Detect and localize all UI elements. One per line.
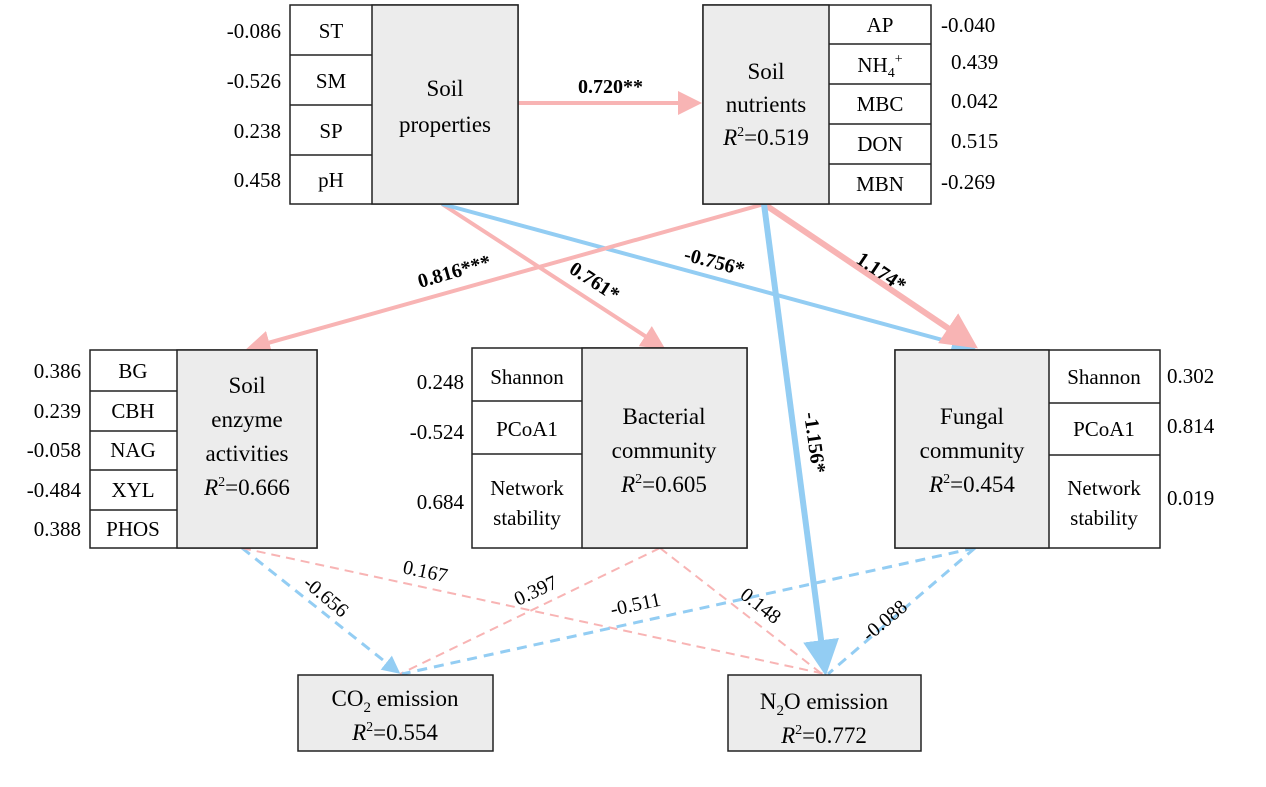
indicator-mbn: MBN bbox=[856, 172, 904, 196]
r2-label: R2=0.605 bbox=[620, 472, 707, 497]
indicator-nh4: NH4+ bbox=[857, 52, 902, 81]
box-title-line: Soil bbox=[747, 59, 784, 84]
path-bacterial-co2 bbox=[399, 547, 661, 675]
indicator-pcoa1: PCoA1 bbox=[496, 417, 558, 441]
loading-value: 0.388 bbox=[34, 517, 81, 541]
loading-value: 0.515 bbox=[951, 129, 998, 153]
soil-properties-loadings: -0.086 -0.526 0.238 0.458 bbox=[227, 19, 281, 192]
loading-value: -0.086 bbox=[227, 19, 281, 43]
box-title-line: community bbox=[612, 438, 717, 463]
path-fungal-co2 bbox=[401, 546, 976, 676]
indicator-phos: PHOS bbox=[106, 517, 160, 541]
indicator-cbh: CBH bbox=[111, 399, 154, 423]
indicator-shannon: Shannon bbox=[1067, 365, 1141, 389]
path-props-bacterial bbox=[440, 202, 666, 350]
path-enzyme-n2o bbox=[241, 547, 826, 675]
soil-nutrients-loadings: -0.040 0.439 0.042 0.515 -0.269 bbox=[941, 13, 998, 194]
indicator-pcoa1: PCoA1 bbox=[1073, 417, 1135, 441]
box-title-line: enzyme bbox=[211, 407, 283, 432]
path-nutrients-enzyme bbox=[246, 202, 765, 355]
box-title-line: nutrients bbox=[726, 92, 807, 117]
coef-fungal-n2o: -0.088 bbox=[858, 596, 912, 646]
coef-nutrients-n2o: -1.156* bbox=[799, 411, 829, 475]
soil-enzyme-box: BG CBH NAG XYL PHOS Soil enzyme activiti… bbox=[89, 349, 318, 549]
indicator-network-stability: Network bbox=[490, 476, 564, 500]
fungal-community-box: Shannon PCoA1 Network stability Fungal c… bbox=[894, 349, 1161, 549]
indicator-ap: AP bbox=[867, 13, 894, 37]
indicator-shannon: Shannon bbox=[490, 365, 564, 389]
co2-label: CO2 emission bbox=[332, 686, 459, 716]
path-fungal-n2o bbox=[827, 546, 976, 676]
box-title-line: Bacterial bbox=[622, 404, 705, 429]
loading-value: 0.042 bbox=[951, 89, 998, 113]
loading-value: 0.684 bbox=[417, 490, 465, 514]
loading-value: 0.238 bbox=[234, 119, 281, 143]
loading-value: 0.814 bbox=[1167, 414, 1215, 438]
coef-fungal-co2: -0.511 bbox=[608, 589, 662, 621]
loading-value: 0.239 bbox=[34, 399, 81, 423]
loading-value: 0.248 bbox=[417, 370, 464, 394]
box-title-line: Soil bbox=[426, 76, 463, 101]
coef-bacterial-n2o: 0.148 bbox=[736, 584, 785, 629]
bacterial-loadings: 0.248 -0.524 0.684 bbox=[410, 370, 465, 514]
indicator-nag: NAG bbox=[110, 438, 156, 462]
indicator-network-stability: stability bbox=[1070, 506, 1138, 530]
box-title-line: properties bbox=[399, 112, 491, 137]
r2-label: R2=0.772 bbox=[780, 723, 867, 748]
bacterial-community-box: Shannon PCoA1 Network stability Bacteria… bbox=[471, 347, 748, 549]
indicator-sm: SM bbox=[316, 69, 347, 93]
r2-label: R2=0.454 bbox=[928, 472, 1015, 497]
indicator-network-stability: Network bbox=[1067, 476, 1141, 500]
indicator-network-stability: stability bbox=[493, 506, 561, 530]
indicator-ph: pH bbox=[318, 168, 344, 192]
indicator-sp: SP bbox=[319, 119, 342, 143]
loading-value: -0.058 bbox=[27, 438, 81, 462]
indicator-xyl: XYL bbox=[111, 478, 154, 502]
box-title-line: Fungal bbox=[940, 404, 1004, 429]
n2o-emission-box: N2O emission R2=0.772 bbox=[727, 674, 922, 752]
r2-label: R2=0.519 bbox=[722, 125, 809, 150]
co2-emission-box: CO2 emission R2=0.554 bbox=[297, 674, 494, 752]
r2-label: R2=0.554 bbox=[351, 720, 438, 745]
indicator-st: ST bbox=[319, 19, 344, 43]
loading-value: 0.386 bbox=[34, 359, 81, 383]
loading-value: 0.019 bbox=[1167, 486, 1214, 510]
coef-props-nutrients: 0.720** bbox=[578, 76, 643, 98]
loading-value: -0.040 bbox=[941, 13, 995, 37]
paths-layer bbox=[241, 91, 978, 676]
loading-value: -0.524 bbox=[410, 420, 465, 444]
soil-enzyme-loadings: 0.386 0.239 -0.058 -0.484 0.388 bbox=[27, 359, 82, 541]
box-title-line: activities bbox=[205, 441, 288, 466]
path-bacterial-n2o bbox=[659, 547, 823, 675]
box-title-line: community bbox=[920, 438, 1025, 463]
coef-enzyme-n2o: 0.167 bbox=[401, 556, 450, 587]
loading-value: 0.302 bbox=[1167, 364, 1214, 388]
path-props-fungal bbox=[441, 202, 976, 355]
soil-properties-box: ST SM SP pH Soil properties bbox=[289, 4, 519, 205]
soil-nutrients-box: AP NH4+ MBC DON MBN Soil nutrients R2=0.… bbox=[702, 4, 932, 205]
coef-props-fungal: -0.756* bbox=[682, 244, 747, 281]
loading-value: 0.439 bbox=[951, 50, 998, 74]
path-nutrients-fungal bbox=[762, 201, 978, 349]
path-enzyme-co2 bbox=[241, 546, 401, 674]
path-nutrients-n2o bbox=[761, 203, 839, 676]
fungal-loadings: 0.302 0.814 0.019 bbox=[1167, 364, 1215, 510]
coef-bacterial-co2: 0.397 bbox=[511, 572, 561, 611]
indicator-bg: BG bbox=[118, 359, 147, 383]
indicator-don: DON bbox=[857, 132, 903, 156]
loading-value: -0.526 bbox=[227, 69, 281, 93]
indicator-mbc: MBC bbox=[857, 92, 904, 116]
box-title-line: Soil bbox=[228, 373, 265, 398]
loading-value: -0.269 bbox=[941, 170, 995, 194]
loading-value: 0.458 bbox=[234, 168, 281, 192]
coef-nutrients-enzyme: 0.816*** bbox=[415, 251, 493, 293]
n2o-label: N2O emission bbox=[760, 689, 889, 719]
coef-props-bacterial: 0.761* bbox=[565, 258, 623, 306]
r2-label: R2=0.666 bbox=[203, 475, 290, 500]
loading-value: -0.484 bbox=[27, 478, 82, 502]
